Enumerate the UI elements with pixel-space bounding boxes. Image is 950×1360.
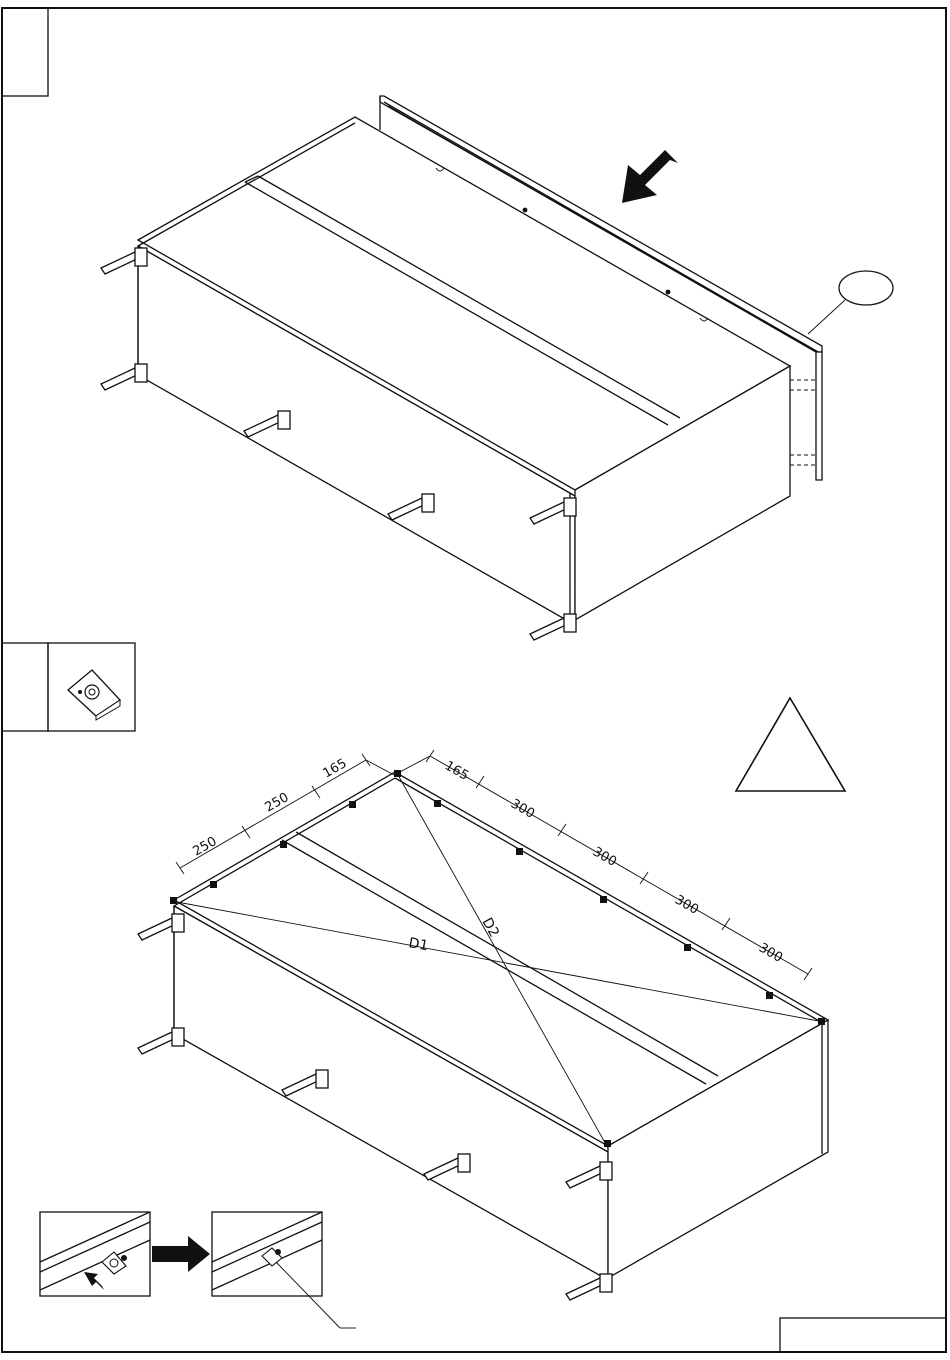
detail-before	[40, 1212, 150, 1296]
direction-arrow-icon	[622, 150, 678, 203]
corner-bracket-icon	[68, 670, 120, 720]
dim-long-300b: 300	[590, 844, 619, 869]
dim-left-250b: 250	[191, 834, 220, 859]
step-2-box	[2, 643, 135, 731]
dowel-pins	[790, 380, 816, 465]
dim-long-300c: 300	[672, 892, 701, 917]
part-callout-oval	[808, 271, 893, 334]
warning-triangle-icon	[736, 698, 845, 791]
detail-after	[212, 1212, 356, 1328]
dim-long-300d: 300	[756, 940, 785, 965]
dim-long-165: 165	[442, 758, 471, 783]
step-1-box	[2, 8, 48, 96]
step-1-drawing	[101, 96, 893, 640]
diagonal-d1-label: D1	[407, 935, 429, 954]
dim-long-300a: 300	[508, 796, 537, 821]
title-block	[780, 1318, 946, 1352]
next-arrow-icon	[152, 1236, 210, 1272]
